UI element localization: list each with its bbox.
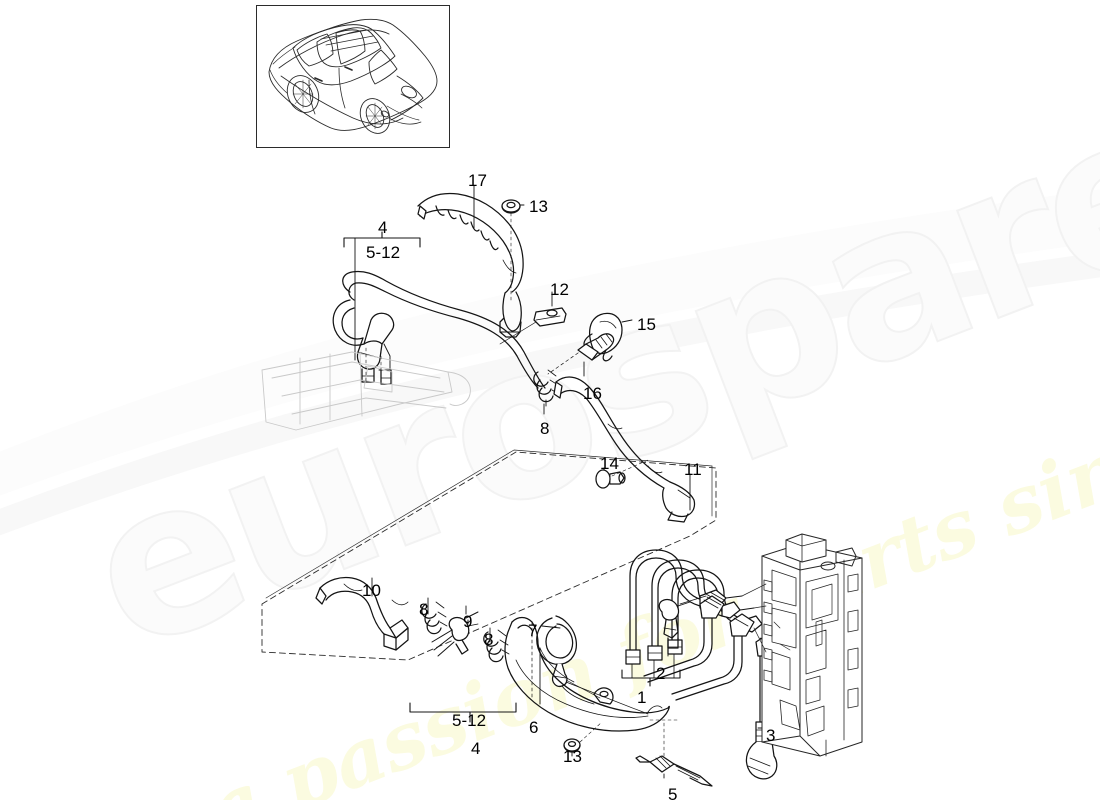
callout-12: 12: [550, 280, 569, 299]
callout-3: 3: [766, 726, 776, 745]
callout-5-12-bottom: 5-12: [452, 711, 487, 730]
callout-10: 10: [362, 581, 381, 600]
callout-5: 5: [668, 785, 678, 800]
part-11-formed-hose: [553, 376, 696, 523]
callout-2: 2: [656, 664, 666, 683]
reference-frame-outline: [265, 449, 713, 599]
part-7-cable-tie: [536, 615, 595, 705]
callout-14: 14: [600, 454, 619, 473]
part-10-elbow-duct: [315, 576, 409, 651]
bracket-top: [343, 231, 421, 361]
callout-4-bottom: 4: [471, 739, 481, 758]
part-2-connector-clip: [658, 598, 691, 649]
callout-11: 11: [684, 460, 702, 479]
part-9-connector: [431, 611, 479, 657]
part-17-ribbed-sleeve: [417, 192, 524, 338]
part-16-bolt: [577, 333, 615, 361]
part-12-retaining-clip: [533, 307, 567, 327]
part-5-screw: [635, 755, 713, 787]
callout-4-top: 4: [378, 218, 388, 237]
part-4-cable-assembly-upper: [332, 270, 546, 389]
vehicle-thumbnail-box: [256, 5, 450, 148]
reference-frame-dashed: [261, 451, 717, 661]
callout-17: 17: [468, 171, 487, 190]
callout-5-12-top: 5-12: [366, 243, 401, 262]
vehicle-illustration: [268, 18, 438, 134]
bracket-bottom: [409, 702, 517, 723]
callout-15: 15: [637, 315, 656, 334]
part-13-nut-top: [501, 199, 521, 214]
callout-1: 1: [637, 688, 647, 707]
part-8-clip-lower-right: [483, 629, 510, 663]
callout-8-left: 8: [419, 600, 429, 619]
part-14-grommet: [595, 469, 626, 489]
callout-6: 6: [529, 718, 539, 737]
callout-8-right: 8: [484, 630, 494, 649]
callout-13-bottom: 13: [563, 747, 582, 766]
callout-7: 7: [528, 621, 538, 640]
callout-13-top: 13: [529, 197, 548, 216]
ghost-engine-rail: [261, 351, 471, 431]
callout-8-upper: 8: [540, 419, 550, 438]
callout-9: 9: [463, 612, 473, 631]
part-8-clip-lower-left: [421, 601, 448, 635]
engine-control-module: [761, 533, 863, 757]
callout-16: 16: [583, 384, 602, 403]
